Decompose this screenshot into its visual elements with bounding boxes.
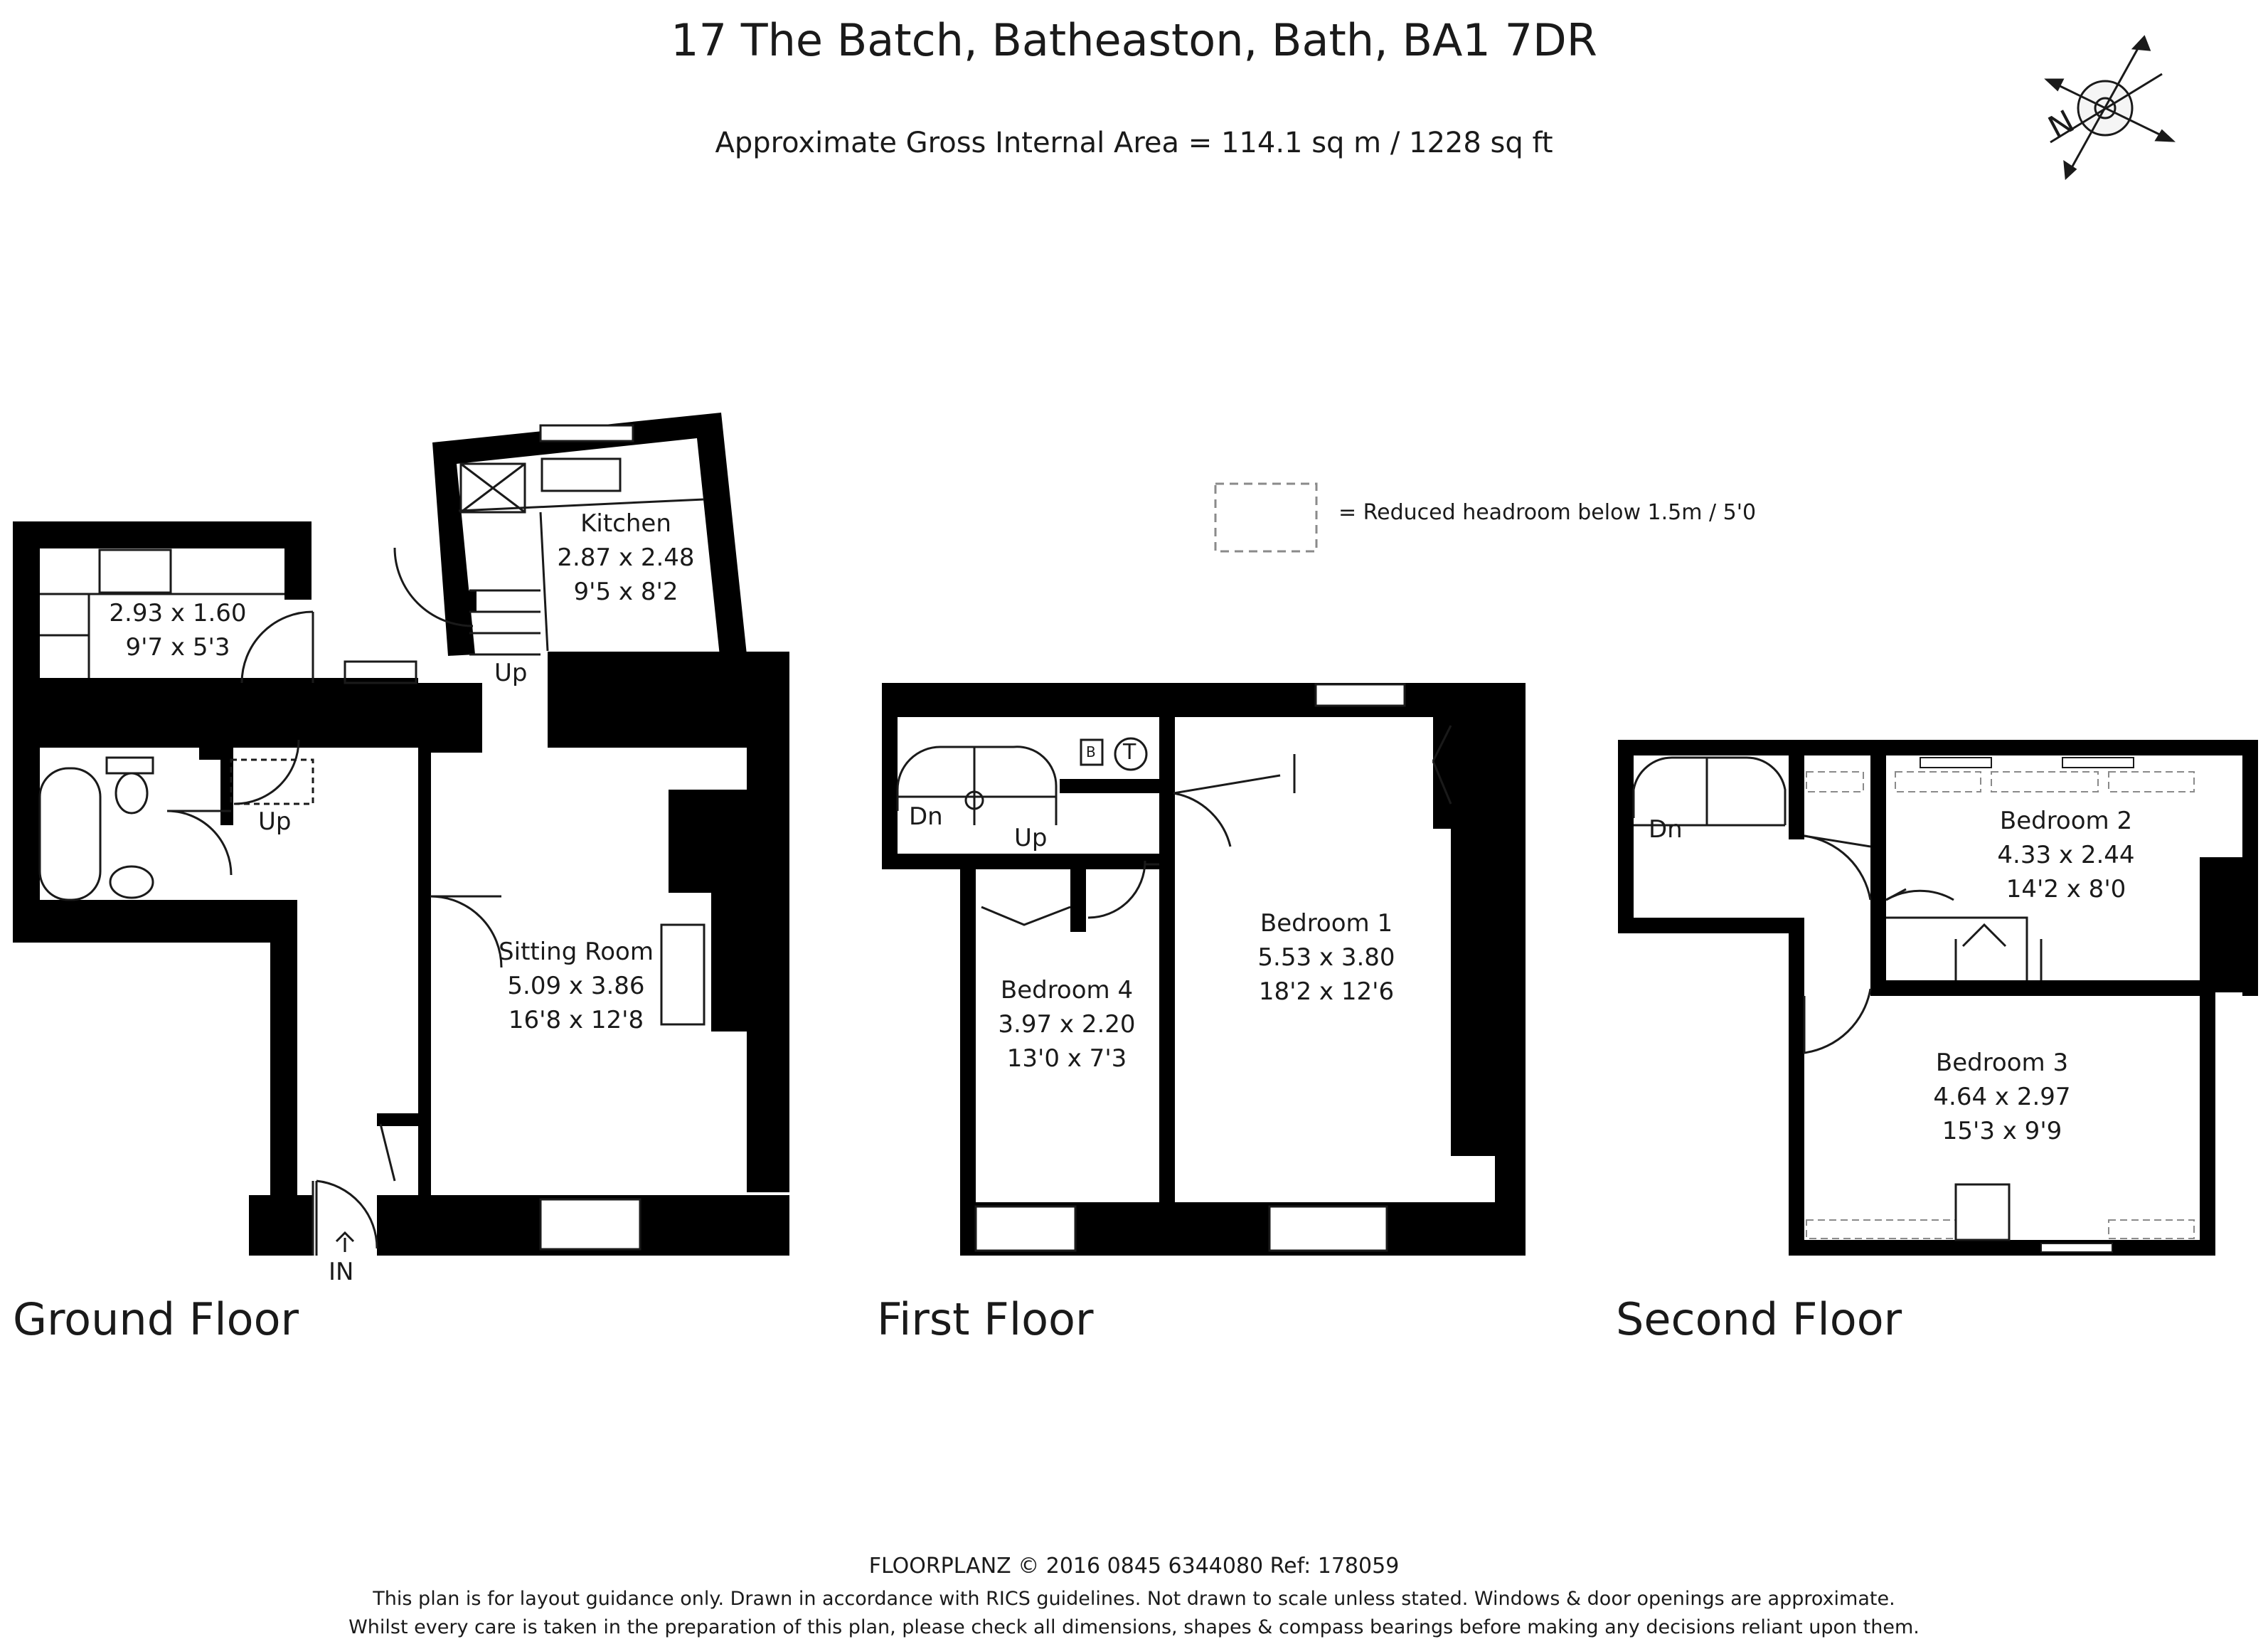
bedroom-3-label: Bedroom 3 4.64 x 2.97 15'3 x 9'9 [1895,1046,2109,1148]
page-title: 17 The Batch, Batheaston, Bath, BA1 7DR [671,14,1597,66]
bedroom-2-name: Bedroom 2 [1999,807,2133,835]
first-stairs-down-label: Dn [909,802,943,831]
bedroom-3-imperial: 15'3 x 9'9 [1942,1117,2062,1145]
bedroom-2-label: Bedroom 2 4.33 x 2.44 14'2 x 8'0 [1959,804,2173,906]
kitchen-label: Kitchen 2.87 x 2.48 9'5 x 8'2 [541,507,711,609]
first-floor-title: First Floor [877,1293,1094,1345]
kitchen-stairs-up-label: Up [494,659,528,687]
kitchen-imperial: 9'5 x 8'2 [573,578,678,606]
bedroom-3-name: Bedroom 3 [1935,1049,2069,1077]
bedroom-1-label: Bedroom 1 5.53 x 3.80 18'2 x 12'6 [1220,906,1433,1009]
kitchen-name: Kitchen [580,509,671,538]
bedroom-1-name: Bedroom 1 [1260,909,1393,938]
sitting-room-metric: 5.09 x 3.86 [507,972,645,1000]
bedroom-4-imperial: 13'0 x 7'3 [1006,1044,1127,1073]
entrance-label: IN [329,1258,354,1286]
sitting-room-imperial: 16'8 x 12'8 [508,1006,644,1034]
ground-floor-plan [13,413,789,1256]
bedroom-1-imperial: 18'2 x 12'6 [1258,977,1395,1006]
first-floor-plan [882,683,1526,1256]
second-stairs-down-label: Dn [1649,815,1683,844]
utility-room-imperial: 9'7 x 5'3 [125,633,230,662]
legend-text: = Reduced headroom below 1.5m / 5'0 [1338,500,1757,525]
bedroom-1-metric: 5.53 x 3.80 [1257,943,1395,972]
utility-room-label: 2.93 x 1.60 9'7 x 5'3 [92,596,263,664]
bedroom-2-imperial: 14'2 x 8'0 [2006,875,2126,903]
kitchen-metric: 2.87 x 2.48 [557,543,695,572]
sitting-room-label: Sitting Room 5.09 x 3.86 16'8 x 12'8 [469,935,683,1037]
bedroom-2-metric: 4.33 x 2.44 [1997,841,2135,869]
water-tank-label: T [1123,740,1136,765]
utility-room-metric: 2.93 x 1.60 [109,599,247,627]
second-floor-plan [1618,740,2258,1256]
compass-icon [2044,35,2176,181]
gross-internal-area: Approximate Gross Internal Area = 114.1 … [715,127,1553,159]
legend-reduced-headroom-swatch [1214,482,1318,553]
second-floor-title: Second Floor [1616,1293,1902,1345]
ground-stairs-up-label: Up [258,807,292,836]
bedroom-4-metric: 3.97 x 2.20 [998,1010,1136,1039]
bedroom-4-name: Bedroom 4 [1000,976,1134,1004]
first-stairs-up-label: Up [1014,824,1048,852]
footer-credit: FLOORPLANZ © 2016 0845 6344080 Ref: 1780… [868,1554,1400,1579]
boiler-label: B [1086,743,1096,760]
footer-disclaimer-1: This plan is for layout guidance only. D… [373,1588,1895,1610]
bedroom-3-metric: 4.64 x 2.97 [1933,1083,2071,1111]
footer-disclaimer-2: Whilst every care is taken in the prepar… [348,1616,1920,1638]
ground-floor-title: Ground Floor [13,1293,299,1345]
sitting-room-name: Sitting Room [499,938,654,966]
bedroom-4-label: Bedroom 4 3.97 x 2.20 13'0 x 7'3 [960,973,1173,1076]
